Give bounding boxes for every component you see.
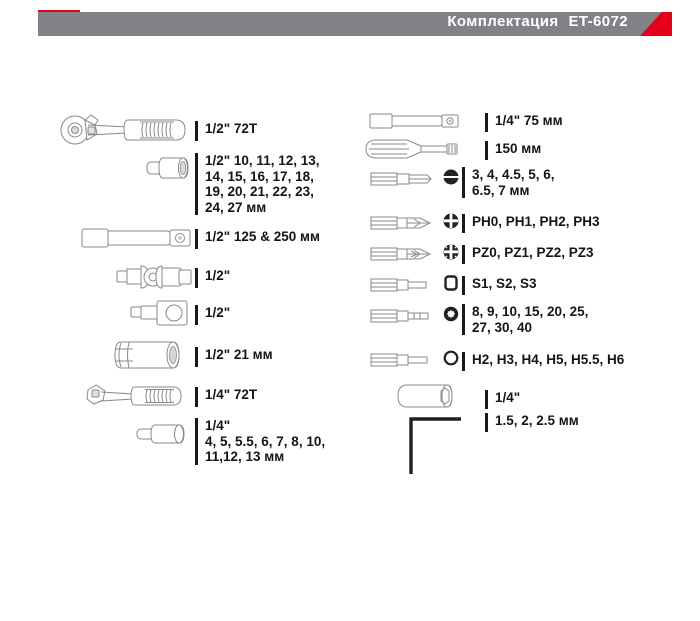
list-item-label: 1/4" <box>485 390 520 409</box>
socket-half-inch-icon <box>0 152 195 184</box>
list-item: 1.5, 2, 2.5 мм <box>350 413 700 478</box>
list-item: 1/2" 72T <box>0 110 350 152</box>
bit-holder-icon <box>350 382 463 412</box>
bit-phillips-icon <box>350 212 440 234</box>
list-item: 3, 4, 4.5, 5, 6, 6.5, 7 мм <box>350 167 700 212</box>
banner-bar <box>38 12 662 36</box>
spark-plug-socket-icon <box>0 338 195 372</box>
universal-joint-icon <box>0 262 195 292</box>
list-item-label: 1/4" 4, 5, 5.5, 6, 7, 8, 10, 11,12, 13 м… <box>195 418 325 465</box>
list-item-label: 1/2" 10, 11, 12, 13, 14, 15, 16, 17, 18,… <box>195 153 320 215</box>
right-column: 1/4" 75 мм 150 мм <box>350 110 700 478</box>
ratchet-quarter-inch-icon <box>0 380 195 412</box>
list-item: S1, S2, S3 <box>350 274 700 305</box>
extension-bar-icon <box>0 224 195 252</box>
bit-pozidriv-icon <box>350 243 440 265</box>
list-item: 1/2" 125 & 250 мм <box>0 224 350 262</box>
list-item-label: 1/2" 125 & 250 мм <box>195 229 320 249</box>
bit-square-icon <box>350 274 440 296</box>
banner-title: Комплектация ET-6072 <box>447 13 628 30</box>
list-item-label: PZ0, PZ1, PZ2, PZ3 <box>462 245 594 264</box>
list-item-label: 1/2" <box>195 305 230 325</box>
ratchet-half-inch-icon <box>0 110 195 150</box>
banner-bar-slant-left <box>38 12 80 36</box>
socket-quarter-inch-icon <box>0 418 195 450</box>
list-item-label: 150 мм <box>485 141 541 160</box>
phillips-end-icon <box>440 212 462 230</box>
list-item-label: S1, S2, S3 <box>462 276 537 295</box>
bit-torx-icon <box>350 305 440 327</box>
list-item-label: 1/2" <box>195 268 230 288</box>
bit-hex-icon <box>350 349 440 371</box>
slotted-end-icon <box>440 168 462 186</box>
list-item-label: 8, 9, 10, 15, 20, 25, 27, 30, 40 <box>462 304 588 335</box>
list-item: PZ0, PZ1, PZ2, PZ3 <box>350 243 700 274</box>
pozidriv-end-icon <box>440 243 462 261</box>
hex-key-icon <box>350 417 463 476</box>
list-item: 8, 9, 10, 15, 20, 25, 27, 30, 40 <box>350 304 700 349</box>
list-item: 1/4" 75 мм <box>350 110 700 136</box>
banner-right-accent <box>640 12 672 36</box>
list-item: 1/2" 21 мм <box>0 338 350 380</box>
extension-bar-quarter-icon <box>350 110 463 132</box>
square-end-icon <box>440 274 462 292</box>
header-banner <box>0 10 700 38</box>
screwdriver-handle-icon <box>350 136 463 162</box>
list-item: 1/2" 10, 11, 12, 13, 14, 15, 16, 17, 18,… <box>0 152 350 224</box>
list-item-label: 1/2" 72T <box>195 121 257 141</box>
list-item-label: 3, 4, 4.5, 5, 6, 6.5, 7 мм <box>462 167 555 198</box>
adapter-icon <box>0 298 195 328</box>
banner-code-text: ET-6072 <box>568 13 628 30</box>
hex-end-icon <box>440 349 462 367</box>
torx-end-icon <box>440 305 462 323</box>
bit-slotted-icon <box>350 168 440 190</box>
list-item: 1/2" <box>0 262 350 298</box>
list-item-label: PH0, PH1, PH2, PH3 <box>462 214 600 233</box>
list-item: PH0, PH1, PH2, PH3 <box>350 212 700 243</box>
list-item-label: 1/4" 75 мм <box>485 113 563 132</box>
list-item: 1/4" <box>350 382 700 418</box>
list-item: 1/4" 4, 5, 5.5, 6, 7, 8, 10, 11,12, 13 м… <box>0 418 350 470</box>
list-item-label: 1/4" 72T <box>195 387 257 407</box>
list-item: 1/2" <box>0 298 350 338</box>
left-column: 1/2" 72T 1/2" 10, 11, 12, 13, 14, 15, 16… <box>0 110 350 470</box>
banner-title-text: Комплектация <box>447 13 559 30</box>
list-item: 1/4" 72T <box>0 380 350 418</box>
list-item-label: H2, H3, H4, H5, H5.5, H6 <box>462 352 624 371</box>
list-item: 150 мм <box>350 136 700 168</box>
list-item: H2, H3, H4, H5, H5.5, H6 <box>350 349 700 382</box>
list-item-label: 1/2" 21 мм <box>195 347 273 367</box>
list-item-label: 1.5, 2, 2.5 мм <box>485 413 579 432</box>
